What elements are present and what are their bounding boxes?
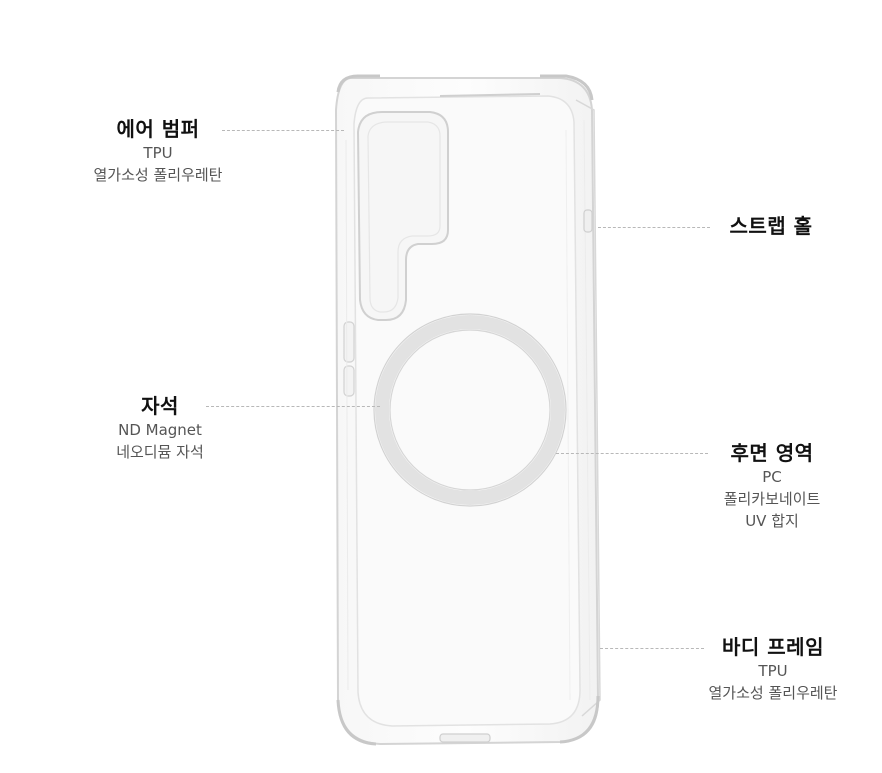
callout-material-desc: 열가소성 폴리우레탄 xyxy=(708,684,838,702)
callout-body-frame: 바디 프레임 TPU 열가소성 폴리우레탄 xyxy=(678,634,868,704)
callout-material-desc: 네오디뮴 자석 xyxy=(116,443,204,461)
callout-back-panel: 후면 영역 PC 폴리카보네이트 UV 합지 xyxy=(692,440,852,532)
callout-material: TPU xyxy=(758,662,788,680)
camera-cutout xyxy=(356,111,449,321)
callout-magnet: 자석 ND Magnet 네오디뮴 자석 xyxy=(90,393,230,463)
callout-title: 에어 범퍼 xyxy=(116,117,200,141)
side-button-upper xyxy=(343,321,355,363)
leader-magnet xyxy=(206,406,380,407)
leader-body-frame xyxy=(600,648,704,649)
callout-title: 자석 xyxy=(141,394,179,418)
callout-title: 바디 프레임 xyxy=(722,635,824,659)
callout-title: 후면 영역 xyxy=(730,441,814,465)
case-top-edge xyxy=(439,93,541,97)
leader-air-bumper xyxy=(222,130,344,131)
callout-material-desc: 폴리카보네이트 xyxy=(723,490,821,508)
callout-material: TPU xyxy=(143,144,173,162)
callout-material: PC xyxy=(762,468,782,486)
callout-material-desc: 열가소성 폴리우레탄 xyxy=(93,166,223,184)
side-button-lower xyxy=(343,365,355,397)
callout-title: 스트랩 홀 xyxy=(729,214,813,238)
callout-strap-hole: 스트랩 홀 xyxy=(706,213,836,239)
air-bumper-top-left xyxy=(336,74,380,93)
callout-air-bumper: 에어 범퍼 TPU 열가소성 폴리우레탄 xyxy=(58,116,258,186)
bottom-port xyxy=(439,733,491,743)
case-right-frame xyxy=(575,99,601,717)
callout-material: ND Magnet xyxy=(118,421,202,439)
leader-strap-hole xyxy=(598,227,710,228)
callout-finish: UV 합지 xyxy=(745,512,799,530)
strap-hole xyxy=(583,209,593,233)
air-bumper-bottom-right xyxy=(559,695,600,744)
air-bumper-top-right xyxy=(540,74,594,101)
magnet-ring xyxy=(375,315,565,505)
air-bumper-bottom-left xyxy=(336,699,377,746)
leader-back xyxy=(556,453,708,454)
case-back-panel xyxy=(353,95,581,727)
